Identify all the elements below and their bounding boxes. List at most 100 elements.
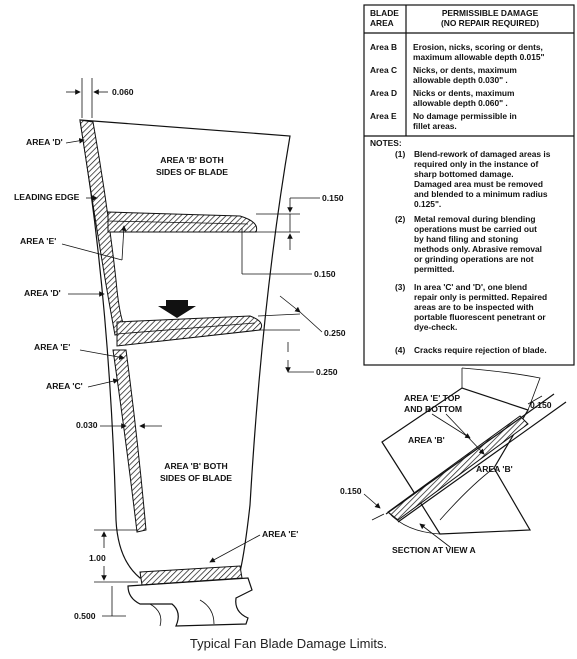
- dim-250-a-label: 0.250: [324, 328, 346, 338]
- leader-line: [79, 349, 125, 360]
- section-edge: [387, 511, 441, 535]
- table-header-area-1: BLADE: [370, 8, 399, 18]
- table-row-area: Area B: [370, 42, 397, 52]
- leader-line: [65, 138, 85, 144]
- area-e-2-label: AREA 'E': [34, 342, 70, 352]
- snubber-centerline: [116, 322, 256, 335]
- note-line: repair only is permitted. Repaired: [414, 292, 547, 302]
- figure-caption: Typical Fan Blade Damage Limits.: [189, 636, 388, 651]
- dim-250-b-label: 0.250: [316, 367, 338, 377]
- area-e-1-label: AREA 'E': [20, 236, 56, 246]
- note-line: Blend-rework of damaged areas is: [414, 149, 551, 159]
- note-number: (2): [395, 214, 405, 224]
- lower-snubber: [116, 315, 263, 347]
- table-row-text: fillet areas.: [413, 121, 457, 131]
- section-view-a: AREA 'E' TOP AND BOTTOM 0.150 AREA 'B' A…: [340, 367, 567, 555]
- table-row-text: allowable depth 0.030" .: [413, 75, 508, 85]
- note-line: or grinding operations are not: [414, 254, 534, 264]
- area-e-top-bottom-label-2: AND BOTTOM: [404, 404, 462, 414]
- dim-150-b-label: 0.150: [314, 269, 336, 279]
- area-c-zone: [112, 349, 147, 533]
- leader-line: [209, 534, 261, 563]
- blade-outline: [79, 119, 291, 579]
- area-d-mid-label: AREA 'D': [24, 288, 61, 298]
- area-b-bottom-label-1: AREA 'B' BOTH: [164, 461, 227, 471]
- root-detail: [199, 599, 215, 625]
- notes-title: NOTES:: [370, 138, 402, 148]
- note-line: Damaged area must be removed: [414, 179, 543, 189]
- dim-100-label: 1.00: [89, 553, 106, 563]
- dim-030-label: 0.030: [76, 420, 98, 430]
- area-b-top-label-2: SIDES OF BLADE: [156, 167, 228, 177]
- dim-line: [257, 313, 301, 317]
- note-number: (4): [395, 345, 405, 355]
- note-line: In area 'C' and 'D', one blend: [414, 282, 527, 292]
- note-number: (3): [395, 282, 405, 292]
- table-row-text: Nicks or dents, maximum: [413, 88, 514, 98]
- note-line: 0.125".: [414, 199, 441, 209]
- note-line: sharp bottomed damage.: [414, 169, 514, 179]
- table-row-area: Area E: [370, 111, 397, 121]
- leader-line: [61, 243, 123, 261]
- section-edge: [461, 367, 541, 411]
- note-line: portable fluorescent penetrant or: [414, 312, 546, 322]
- area-c-label: AREA 'C': [46, 381, 83, 391]
- area-e-top-bottom-label-1: AREA 'E' TOP: [404, 393, 460, 403]
- dim-150-a-label: 0.150: [322, 193, 344, 203]
- dim-060-label: 0.060: [112, 87, 134, 97]
- blade-root: [127, 577, 253, 627]
- note-line: dye-check.: [414, 322, 457, 332]
- table-row-text: Erosion, nicks, scoring or dents,: [413, 42, 543, 52]
- dim-arrow: [363, 493, 381, 509]
- note-line: operations must be carried out: [414, 224, 537, 234]
- note-line: by hand filing and stoning: [414, 234, 518, 244]
- area-b-bottom-label-2: SIDES OF BLADE: [160, 473, 232, 483]
- table-row-area: Area C: [370, 65, 397, 75]
- leader-line: [419, 523, 451, 548]
- dim-150-left-label: 0.150: [340, 486, 362, 496]
- note-number: (1): [395, 149, 405, 159]
- section-edge: [439, 467, 495, 521]
- note-1: (1) Blend-rework of damaged areas is req…: [395, 149, 551, 209]
- table-header-damage-2: (NO REPAIR REQUIRED): [441, 18, 539, 28]
- note-line: and blended to a minimum radius: [414, 189, 548, 199]
- note-3: (3) In area 'C' and 'D', one blend repai…: [395, 282, 547, 332]
- view-a-arrow: [158, 300, 196, 318]
- dim-line: [299, 311, 323, 333]
- area-d-top-label: AREA 'D': [26, 137, 63, 147]
- table-row-text: No damage permissible in: [413, 111, 517, 121]
- upper-snubber: [107, 211, 258, 233]
- note-line: areas are to be inspected with: [414, 302, 534, 312]
- table-header-area-2: AREA: [370, 18, 394, 28]
- table-header-damage-1: PERMISSIBLE DAMAGE: [442, 8, 539, 18]
- dim-arrow: [279, 295, 301, 313]
- note-line: Cracks require rejection of blade.: [414, 345, 547, 355]
- section-line: [397, 401, 567, 523]
- area-b-top-label-1: AREA 'B' BOTH: [160, 155, 223, 165]
- note-2: (2) Metal removal during blending operat…: [395, 214, 542, 274]
- note-line: required only in the instance of: [414, 159, 538, 169]
- area-b-right-label: AREA 'B': [476, 464, 513, 474]
- leading-edge-label: LEADING EDGE: [14, 192, 80, 202]
- dim-line: [371, 513, 385, 521]
- note-line: Metal removal during blending: [414, 214, 535, 224]
- snubber-centerline: [107, 220, 249, 225]
- note-line: permitted.: [414, 264, 455, 274]
- table-row-area: Area D: [370, 88, 397, 98]
- dim-500-label: 0.500: [74, 611, 96, 621]
- area-e-3-label: AREA 'E': [262, 529, 298, 539]
- dim-150-top-label: 0.150: [530, 400, 552, 410]
- table-row-text: maximum allowable depth 0.015": [413, 52, 545, 62]
- note-line: methods only. Abrasive removal: [414, 244, 542, 254]
- damage-limits-table: BLADE AREA PERMISSIBLE DAMAGE (NO REPAIR…: [363, 4, 575, 366]
- leader-line: [445, 413, 485, 455]
- dim-line: [527, 395, 543, 405]
- leader-line: [120, 225, 127, 261]
- leader-line: [431, 413, 471, 439]
- note-4: (4) Cracks require rejection of blade.: [395, 345, 547, 355]
- area-b-left-label: AREA 'B': [408, 435, 445, 445]
- leader-line: [87, 378, 119, 388]
- table-row-text: allowable depth 0.060" .: [413, 98, 508, 108]
- section-line: [385, 393, 555, 515]
